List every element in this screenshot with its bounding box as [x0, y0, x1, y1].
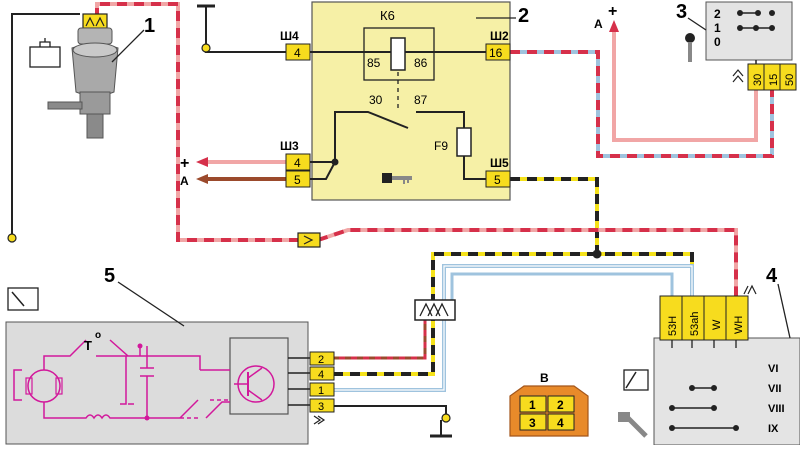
callout-1: 1	[144, 15, 155, 37]
windshield-wiper-icon	[623, 369, 649, 391]
conn-pin-2: 2	[557, 398, 564, 412]
relay-box: К6 85 86 30 87 F9 4 16 4 5	[280, 1, 511, 201]
sh4-label: Ш4	[280, 29, 299, 43]
callout-line-1	[111, 29, 145, 63]
motor-pin-1: 1	[318, 385, 324, 397]
ground-symbol-top	[197, 4, 286, 53]
wire-relay16-to-ignition	[510, 50, 774, 158]
ws-pos-ix: IX	[768, 423, 779, 435]
connector-symbol-ign	[732, 69, 744, 83]
sh5-label: Ш5	[490, 156, 509, 170]
ign-position-0: 0	[714, 35, 721, 49]
motor-pin-4: 4	[318, 369, 324, 381]
ignition-switch: 2 1 0 30 15 50	[685, 1, 797, 91]
wiper-icon-left	[7, 287, 39, 311]
ignition-key-icon	[382, 173, 412, 184]
wire-ignition30-to-plus	[609, 20, 758, 142]
motor-pin-2: 2	[318, 354, 324, 366]
washer-pedal-icon	[618, 412, 648, 438]
relay-pin-85: 85	[367, 56, 381, 70]
sh3-pin-b: 5	[294, 173, 301, 187]
ign-position-2: 2	[714, 7, 721, 21]
sh5-pin: 5	[494, 173, 501, 187]
ignition-key-icon-2	[685, 33, 695, 62]
wire-53h-to-motor2	[334, 272, 674, 360]
sh3-label: Ш3	[280, 139, 299, 153]
sh2-label: Ш2	[490, 29, 509, 43]
thermo-degree: o	[95, 330, 101, 341]
conn-pin-1: 1	[529, 398, 536, 412]
wire-motor3-ground	[334, 405, 452, 438]
ws-terminal-w: W	[711, 319, 723, 330]
ws-pos-vii: VII	[768, 383, 781, 395]
relay-pin-87: 87	[414, 93, 428, 107]
wire-53ah-to-motor1	[334, 264, 694, 392]
motor-pin-3: 3	[318, 401, 324, 413]
ign-terminal-15: 15	[768, 74, 780, 86]
wire-pump-to-relay16	[95, 2, 302, 242]
ws-terminal-wh: WH	[733, 316, 745, 334]
wiper-motor: T o 2 4 1 3	[5, 321, 335, 445]
ws-terminal-53ah: 53ah	[689, 312, 701, 336]
sh3-pin-a: 4	[294, 156, 301, 170]
supply-a-left: А	[180, 174, 189, 188]
wire-pump-ground	[11, 13, 80, 238]
supply-plus-left: +	[180, 155, 189, 172]
wire-junction-to-motor4	[334, 252, 597, 376]
relay-name: К6	[380, 8, 395, 23]
ws-terminal-53h: 53H	[667, 316, 679, 336]
washer-fluid-icon	[29, 38, 61, 68]
callout-2: 2	[518, 5, 529, 27]
supply-plus-right: +	[608, 3, 617, 20]
wire-sh5-to-junction	[510, 177, 694, 296]
ign-terminal-30: 30	[752, 74, 764, 86]
supply-a-right: А	[594, 17, 603, 31]
pump-inline-connector	[297, 232, 321, 248]
relay-pin-30: 30	[369, 93, 383, 107]
washer-pump	[47, 13, 119, 139]
conn-pin-3: 3	[529, 416, 536, 430]
callout-3: 3	[676, 1, 687, 23]
callout-line-5	[117, 281, 185, 327]
connector-view-b: В 1 2 3 4	[509, 371, 589, 437]
relay-pin-86: 86	[414, 56, 428, 70]
callout-5: 5	[104, 265, 115, 287]
fuse-label: F9	[434, 139, 448, 153]
ws-pos-viii: VIII	[768, 403, 785, 415]
callout-4: 4	[766, 265, 778, 287]
arrow-plus	[196, 157, 208, 167]
callout-line-4	[777, 283, 791, 339]
ign-position-1: 1	[714, 21, 721, 35]
ws-pos-vi: VI	[768, 363, 778, 375]
sh4-pin: 4	[294, 46, 301, 60]
arrow-a	[196, 174, 208, 184]
connector-view-label: В	[540, 371, 549, 385]
wiper-switch: 53H 53ah W WH VI VII VIII IX	[653, 295, 800, 446]
conn-pin-4: 4	[557, 416, 564, 430]
ign-terminal-50: 50	[784, 74, 796, 86]
callout-line-3	[687, 17, 707, 31]
connector-symbol-ws	[743, 284, 757, 295]
sh2-pin: 16	[489, 46, 503, 60]
thermo-label: T	[84, 338, 92, 353]
ground-point-pump	[7, 233, 17, 243]
connector-symbol-motor	[313, 415, 326, 425]
inline-connector	[414, 299, 456, 321]
wire-pump-to-wh	[317, 228, 738, 296]
